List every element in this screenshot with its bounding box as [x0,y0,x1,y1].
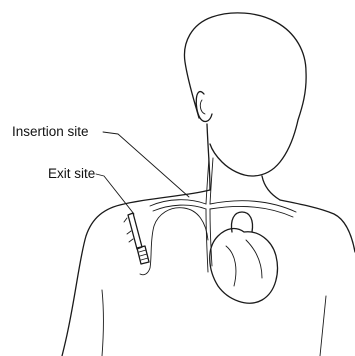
exit-site-label: Exit site [48,167,95,181]
heart-detail-2 [246,240,262,278]
neck-right [262,176,280,200]
insertion-site-leader [103,132,189,197]
vena-cava [206,209,208,272]
heart-detail [226,246,236,286]
subclavian-vein-right [210,201,296,212]
left-armpit-line [102,290,104,356]
insertion-site-label: Insertion site [12,125,89,139]
catheter-hub [124,213,149,264]
right-armpit-line [320,296,326,356]
jugular-vein [206,158,209,204]
right-shoulder-outline [280,200,355,252]
ear-inner [200,100,205,114]
left-shoulder-outline [62,190,210,356]
head-outline [184,13,306,176]
heart-outline [210,229,278,304]
catheter-line [140,208,208,275]
subclavian-vein-right-inner [210,206,293,217]
exit-site-leader [96,174,134,214]
